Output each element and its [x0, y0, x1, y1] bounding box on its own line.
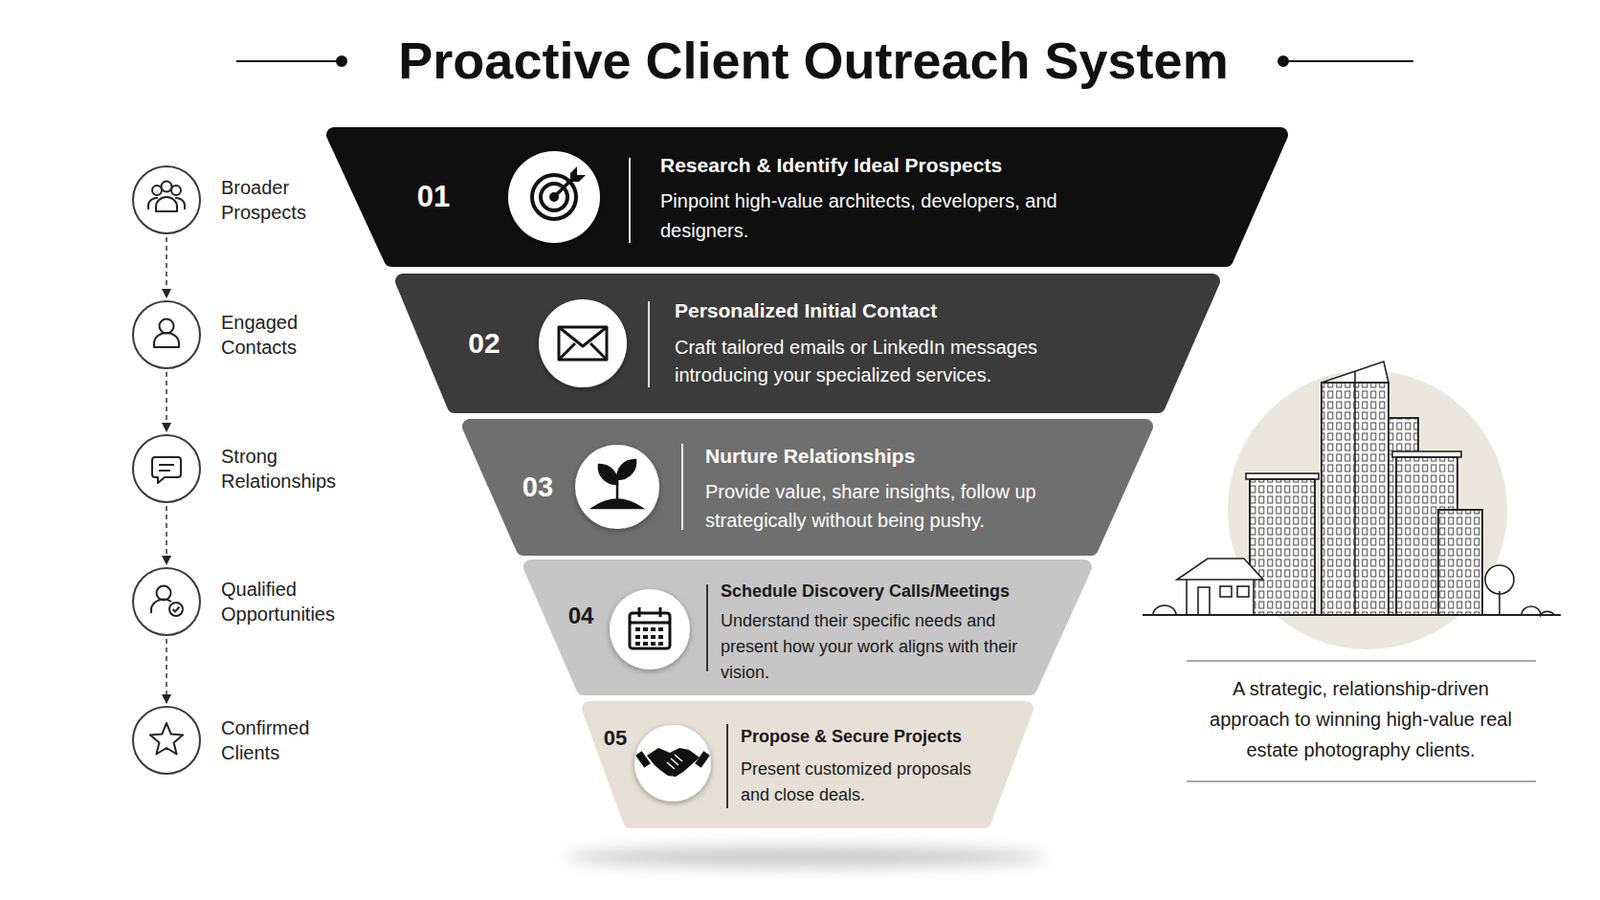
building-windows: [1396, 457, 1458, 616]
building-windows: [1438, 510, 1483, 616]
building: [1438, 510, 1483, 616]
dashed-arrow: [165, 372, 168, 432]
title-rule-right: [1283, 60, 1414, 63]
step-text: Research & Identify Ideal ProspectsPinpo…: [660, 152, 1082, 246]
stage-label: Broader Prospects: [221, 175, 360, 225]
band-fill: [531, 567, 1085, 689]
step-description: Present customized proposals and close d…: [740, 756, 1000, 809]
stage-circle: Qualified Opportunities: [132, 567, 201, 637]
buildings: [1142, 361, 1561, 616]
stage-circle: Engaged Contacts: [132, 300, 201, 370]
caption-rule: [1186, 780, 1536, 782]
backdrop-circle: [1227, 370, 1508, 650]
building-ledge: [1392, 451, 1462, 458]
house-roof: [1177, 558, 1264, 580]
step-text: Nurture RelationshipsProvide value, shar…: [705, 443, 1127, 535]
tower: [1321, 382, 1389, 616]
step-heading: Nurture Relationships: [705, 443, 1127, 470]
step-heading: Research & Identify Ideal Prospects: [660, 152, 1082, 179]
bush: [1521, 606, 1555, 616]
step-description: Pinpoint high-value architects, develope…: [660, 186, 1082, 246]
step-number: 04: [542, 602, 620, 631]
tree-crown: [1485, 565, 1514, 595]
step-number: 05: [577, 726, 654, 752]
house: [1186, 574, 1254, 616]
band-fill: [589, 709, 1026, 822]
diagram-caption: A strategic, relationship-driven approac…: [1207, 673, 1514, 766]
tower-roof: [1321, 361, 1389, 383]
funnel-band: 01 Research & Identify Ideal ProspectsPin…: [326, 127, 1289, 267]
step-description: Provide value, share insights, follow up…: [705, 477, 1127, 535]
step-description: Craft tailored emails or LinkedIn messag…: [674, 333, 1096, 390]
ground-line: [1142, 614, 1561, 617]
house-window: [1220, 586, 1232, 598]
step-text: Schedule Discovery Calls/MeetingsUnderst…: [720, 579, 1032, 687]
building-windows: [1361, 418, 1419, 616]
building: [1396, 457, 1458, 616]
stage-circle: Confirmed Clients: [132, 706, 201, 776]
dashed-arrow: [165, 506, 168, 565]
step-description: Understand their specific needs and pres…: [720, 608, 1032, 687]
title-rule-dot: [1278, 56, 1289, 67]
band-fill: [402, 281, 1213, 406]
tower-windows: [1321, 382, 1389, 616]
stage-label: Qualified Opportunities: [221, 577, 360, 627]
title-rule-left: [236, 60, 342, 63]
house-window: [1237, 586, 1249, 598]
band-fill: [469, 426, 1146, 549]
stage-label: Confirmed Clients: [221, 715, 360, 766]
step-heading: Schedule Discovery Calls/Meetings: [720, 579, 1032, 603]
step-text: Propose & Secure ProjectsPresent customi…: [740, 725, 1000, 809]
dashed-arrow: [165, 639, 168, 704]
building-ledge: [1245, 473, 1319, 480]
caption-rule: [1186, 660, 1536, 662]
stage-circle: Broader Prospects: [132, 165, 201, 235]
diagram-title: Proactive Client Outreach System: [13, 28, 1600, 92]
funnel-band: 04 Schedule Discovery Calls/MeetingsUnder…: [523, 559, 1092, 696]
step-heading: Personalized Initial Contact: [674, 297, 1096, 325]
city-illustration: [1142, 361, 1561, 650]
stage-label: Strong Relationships: [221, 444, 360, 494]
step-heading: Propose & Secure Projects: [740, 725, 1000, 749]
funnel-shadow: [566, 847, 1045, 867]
stage-circle: Strong Relationships: [132, 434, 201, 504]
step-number: 02: [445, 326, 523, 361]
step-number: 03: [499, 470, 577, 505]
tower-edge: [1354, 371, 1356, 616]
house-door: [1198, 587, 1210, 616]
band-fill: [333, 134, 1281, 260]
funnel-band: 02 Personalized Initial ContactCraft tail…: [395, 273, 1221, 414]
building-windows: [1249, 479, 1315, 616]
step-number: 01: [395, 178, 472, 215]
building: [1361, 418, 1419, 616]
dashed-arrow: [165, 237, 168, 298]
building: [1249, 479, 1315, 616]
bush: [1153, 605, 1177, 616]
funnel-band: 03 Nurture RelationshipsProvide value, sh…: [462, 419, 1154, 556]
tree-trunk: [1498, 591, 1501, 616]
stage-label: Engaged Contacts: [221, 310, 360, 360]
funnel-band: 05Propose & Secure ProjectsPresent custo…: [581, 701, 1034, 829]
title-rule-dot: [336, 56, 347, 67]
step-text: Personalized Initial ContactCraft tailor…: [674, 297, 1096, 390]
